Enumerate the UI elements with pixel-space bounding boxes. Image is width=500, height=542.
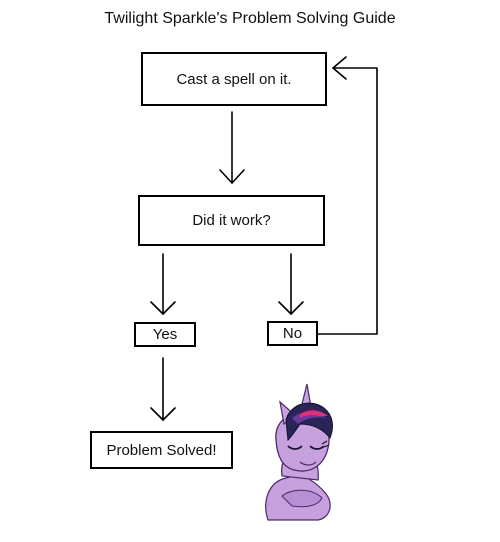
- arrowhead-spell-to-check: [219, 169, 245, 184]
- arrowhead-yes-to-solved: [150, 407, 176, 421]
- node-did-it-work: Did it work?: [138, 195, 325, 246]
- arrowhead-loop-to-spell: [332, 56, 347, 80]
- diagram-title: Twilight Sparkle's Problem Solving Guide: [104, 10, 396, 27]
- node-no: No: [267, 321, 318, 346]
- arrowhead-check-to-yes: [150, 301, 176, 315]
- node-cast-spell: Cast a spell on it.: [141, 52, 327, 106]
- node-problem-solved: Problem Solved!: [90, 431, 233, 469]
- arrowhead-check-to-no: [278, 301, 304, 315]
- node-yes: Yes: [134, 322, 196, 347]
- loop-no-to-spell: [317, 67, 378, 335]
